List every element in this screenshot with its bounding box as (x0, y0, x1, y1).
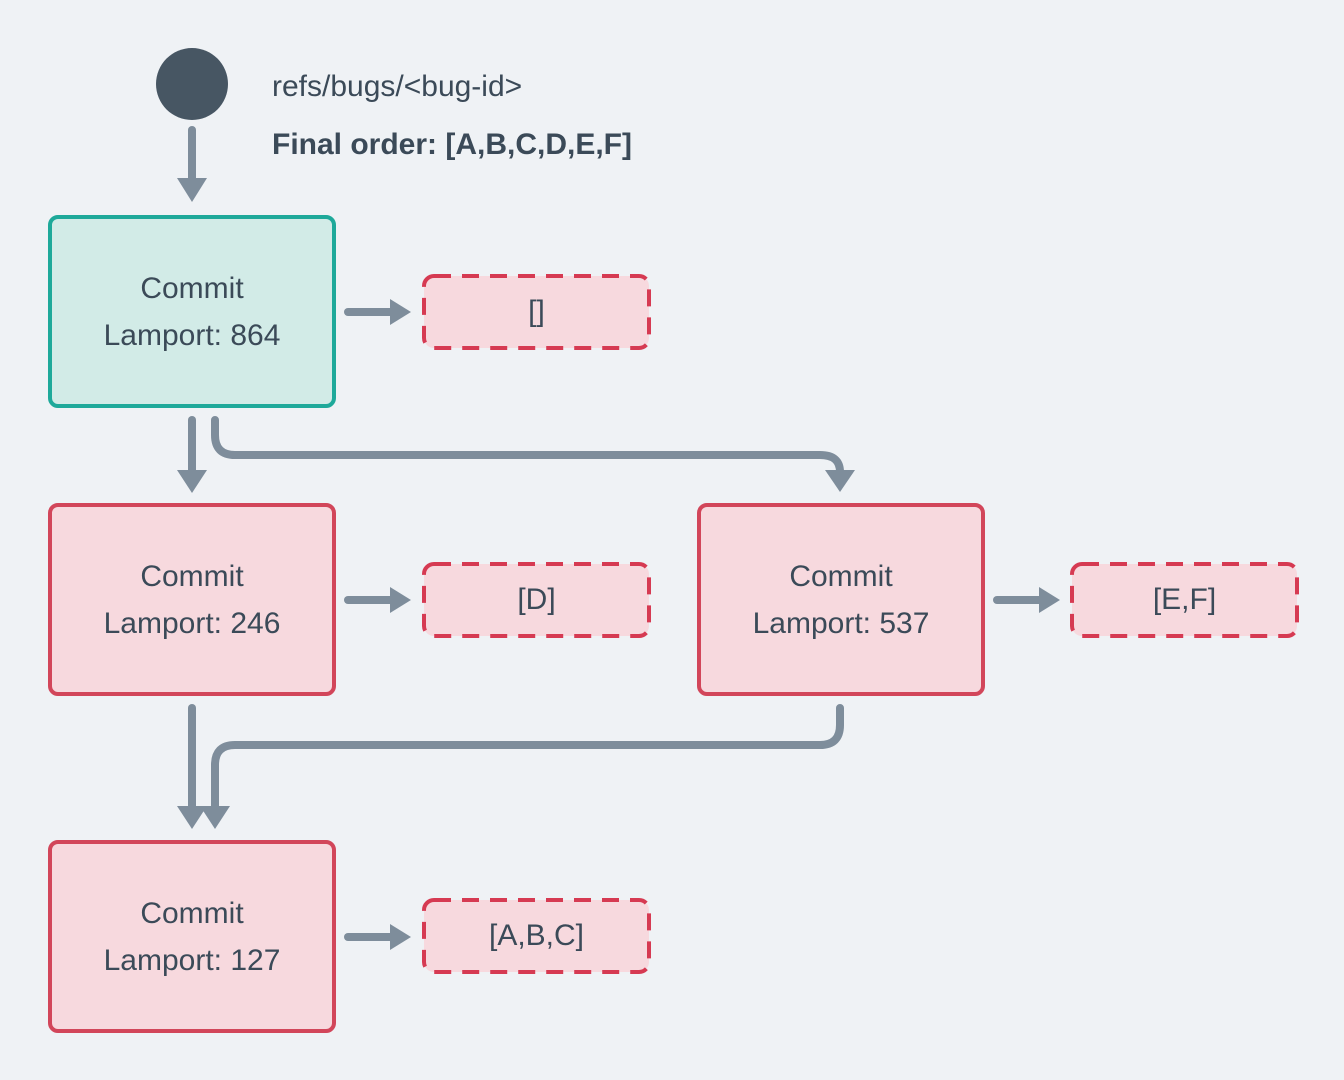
arrowhead-icon (1039, 587, 1060, 613)
edge-commit537-to-commit127 (211, 704, 844, 811)
final-order-label: Final order: [A,B,C,D,E,F] (272, 128, 632, 161)
commit-lamport: Lamport: 864 (103, 318, 281, 352)
ref-dot-icon (156, 48, 228, 120)
ops-label: [] (528, 295, 545, 328)
commit-title: Commit (140, 271, 244, 305)
edge-commit864-to-commit537 (211, 416, 844, 476)
ops-box-864: [] (422, 274, 651, 350)
commit-title: Commit (140, 559, 244, 593)
commit-node-246: Commit Lamport: 246 (48, 503, 336, 696)
dashed-rect (422, 274, 651, 350)
arrowhead-icon (177, 470, 207, 493)
ops-box-127: [A,B,C] (422, 898, 651, 974)
commit-title: Commit (789, 559, 893, 593)
dashed-rect (422, 898, 651, 974)
ops-box-246: [D] (422, 562, 651, 638)
commit-lamport: Lamport: 127 (103, 943, 281, 977)
dashed-rect (1070, 562, 1299, 638)
arrowhead-icon (390, 587, 411, 613)
arrowhead-icon (177, 806, 207, 829)
arrowhead-icon (390, 924, 411, 950)
commit-node-127: Commit Lamport: 127 (48, 840, 336, 1033)
arrowhead-icon (390, 299, 411, 325)
ops-label: [D] (517, 583, 556, 616)
ops-label: [E,F] (1152, 583, 1217, 616)
arrowhead-icon (825, 470, 855, 492)
arrowhead-icon (200, 806, 230, 829)
commit-node-864: Commit Lamport: 864 (48, 215, 336, 408)
dashed-rect (422, 562, 651, 638)
commit-lamport: Lamport: 537 (752, 606, 930, 640)
ref-label: refs/bugs/<bug-id> (272, 70, 523, 103)
commit-lamport: Lamport: 246 (103, 606, 281, 640)
commit-node-537: Commit Lamport: 537 (697, 503, 985, 696)
ops-box-537: [E,F] (1070, 562, 1299, 638)
commit-title: Commit (140, 896, 244, 930)
arrowhead-icon (177, 178, 207, 202)
ops-label: [A,B,C] (488, 919, 585, 952)
